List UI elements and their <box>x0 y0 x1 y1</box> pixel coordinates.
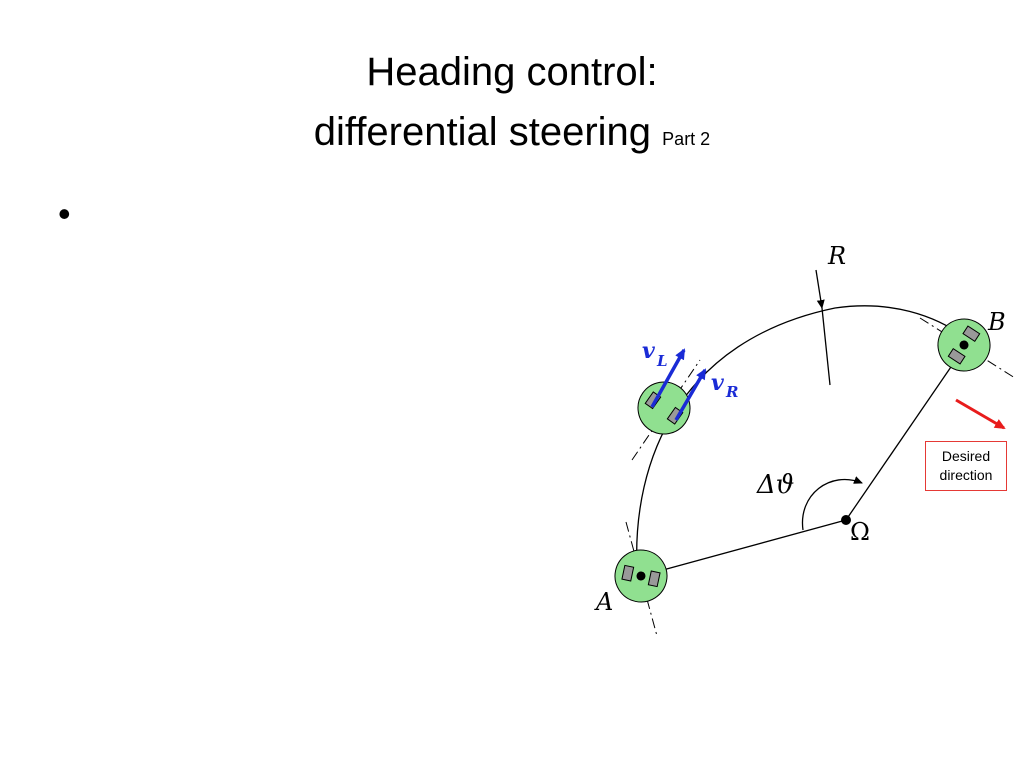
vl-arrow <box>650 348 686 408</box>
label-vr: v R <box>711 370 738 401</box>
r-indicator-arrow <box>815 269 825 309</box>
svg-text:L: L <box>656 352 668 370</box>
desired-direction-arrow <box>955 398 1006 430</box>
omega-point <box>841 515 851 525</box>
delta-theta-arc <box>801 476 863 531</box>
label-r: R <box>827 242 846 270</box>
robot-b <box>937 318 991 372</box>
svg-text:v: v <box>642 338 655 364</box>
title-main: differential steering <box>313 110 652 154</box>
svg-text:v: v <box>711 370 724 396</box>
bullet-point: • <box>58 193 71 234</box>
robot-a <box>614 549 668 603</box>
title-line-1: Heading control: <box>366 50 658 94</box>
radius-a-omega <box>640 519 847 577</box>
slide-title: Heading control: differential steering P… <box>0 42 1024 169</box>
label-delta-theta: Δϑ <box>756 470 794 500</box>
vr-arrow <box>674 368 707 421</box>
label-vl: v L <box>642 338 668 370</box>
title-line-2: differential steering Part 2 <box>0 102 1024 169</box>
label-omega: Ω <box>850 518 870 546</box>
label-b: B <box>987 308 1006 336</box>
radius-omega-b <box>845 344 967 521</box>
trajectory-arc <box>636 305 967 571</box>
title-suffix: Part 2 <box>662 129 711 149</box>
svg-text:R: R <box>725 383 738 401</box>
desired-direction-label: Desired direction <box>925 441 1007 491</box>
r-radius-line <box>821 307 831 386</box>
label-a: A <box>594 588 613 616</box>
